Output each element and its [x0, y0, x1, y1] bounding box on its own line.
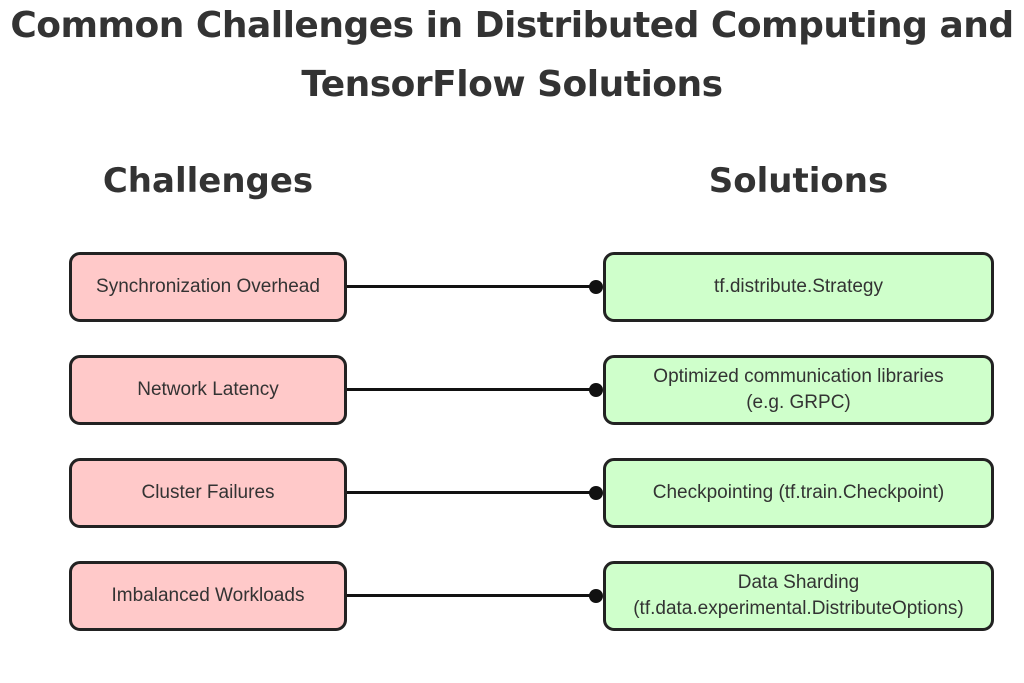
- challenge-label: Network Latency: [137, 379, 279, 400]
- solution-box-distribute-strategy: tf.distribute.Strategy: [603, 252, 994, 322]
- challenge-box-imbalanced-workloads: Imbalanced Workloads: [69, 561, 347, 631]
- connector-dot: [589, 589, 603, 603]
- solution-label-line-2: (e.g. GRPC): [746, 392, 851, 413]
- connector-dot: [589, 486, 603, 500]
- challenge-box-network-latency: Network Latency: [69, 355, 347, 425]
- solutions-heading: Solutions: [708, 161, 889, 201]
- connector-dot: [589, 280, 603, 294]
- connector-line: [347, 594, 597, 597]
- solution-label-line-2: (tf.data.experimental.DistributeOptions): [633, 598, 964, 619]
- challenge-label: Cluster Failures: [141, 482, 275, 503]
- connector-line: [347, 491, 597, 494]
- solution-label-line-1: Data Sharding: [737, 572, 860, 593]
- connector-line: [347, 285, 597, 288]
- challenge-box-cluster-failures: Cluster Failures: [69, 458, 347, 528]
- connector-dot: [589, 383, 603, 397]
- challenges-heading: Challenges: [102, 161, 314, 201]
- challenge-label: Imbalanced Workloads: [111, 585, 305, 606]
- solution-box-data-sharding: Data Sharding (tf.data.experimental.Dist…: [603, 561, 994, 631]
- solution-box-checkpointing: Checkpointing (tf.train.Checkpoint): [603, 458, 994, 528]
- challenge-label: Synchronization Overhead: [96, 276, 320, 297]
- title-line-1: Common Challenges in Distributed Computi…: [10, 5, 1014, 46]
- connector-line: [347, 388, 597, 391]
- title-line-2: TensorFlow Solutions: [301, 64, 723, 105]
- challenge-box-synchronization-overhead: Synchronization Overhead: [69, 252, 347, 322]
- solution-label: Checkpointing (tf.train.Checkpoint): [652, 482, 945, 503]
- solution-label-line-1: Optimized communication libraries: [653, 366, 944, 387]
- solution-box-communication-libraries: Optimized communication libraries (e.g. …: [603, 355, 994, 425]
- solution-label: tf.distribute.Strategy: [714, 276, 883, 297]
